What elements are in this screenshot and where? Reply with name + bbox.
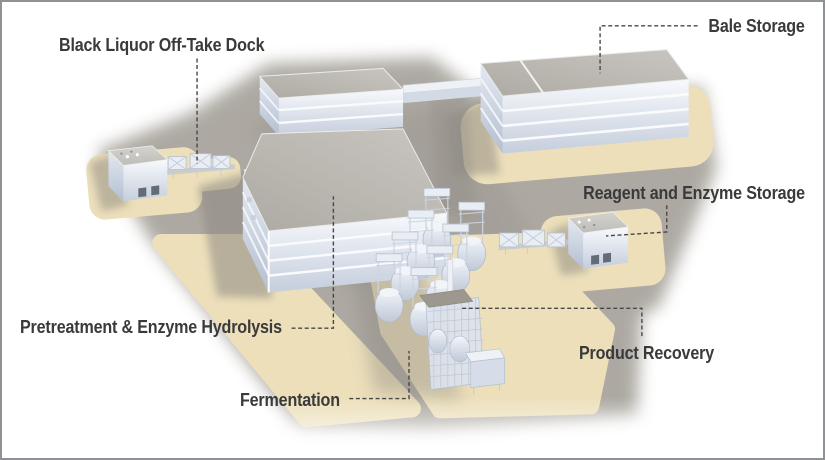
leader-lines: [196, 25, 698, 400]
leader-product-recovery: [461, 307, 643, 337]
label-reagent-enzyme-storage: Reagent and Enzyme Storage: [583, 182, 805, 203]
fermentation-tanks: [374, 187, 487, 337]
label-pretreatment-hydrolysis: Pretreatment & Enzyme Hydrolysis: [20, 316, 282, 337]
leader-reagent-enzyme-storage: [606, 205, 668, 237]
reagent-enzyme-storage-building: [567, 211, 629, 269]
pipe-rack-east: [498, 229, 570, 255]
leader-fermentation: [349, 350, 410, 400]
label-bale-storage: Bale Storage: [708, 15, 805, 36]
bale-storage-building: [479, 49, 690, 154]
label-product-recovery: Product Recovery: [579, 342, 714, 363]
bottom-fade: [2, 396, 823, 458]
pretreatment-penthouse: [258, 67, 405, 136]
label-black-liquor-dock: Black Liquor Off-Take Dock: [59, 34, 265, 55]
black-liquor-dock-building: [107, 145, 169, 202]
pipe-rack-west: [166, 153, 236, 179]
leader-pretreatment-hydrolysis: [291, 196, 335, 329]
product-recovery-unit: [419, 259, 506, 395]
label-fermentation: Fermentation: [240, 389, 340, 410]
